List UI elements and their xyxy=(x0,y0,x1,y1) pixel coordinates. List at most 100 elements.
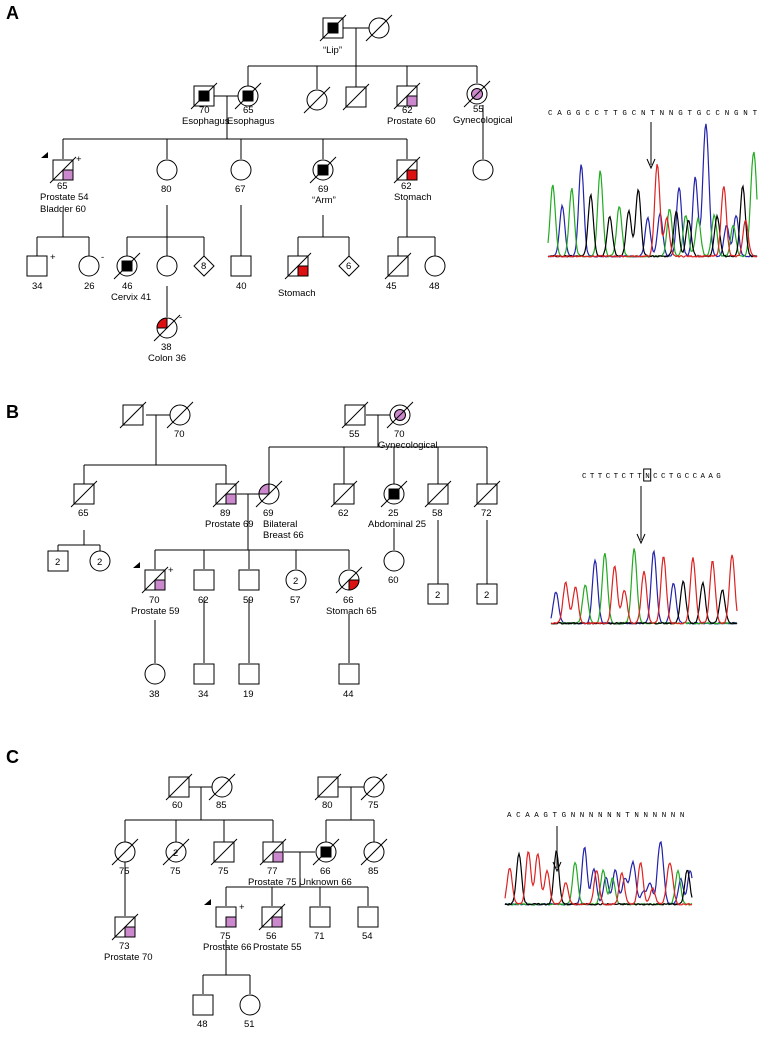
sequence-base: N xyxy=(669,110,674,118)
label: 2 xyxy=(97,557,102,568)
sequence-base: C xyxy=(516,812,521,820)
sequence-base: T xyxy=(625,812,630,820)
panel-a: A xyxy=(6,3,758,364)
sequence-base: T xyxy=(753,110,758,118)
label: + xyxy=(239,902,245,913)
label: 62 xyxy=(402,105,413,116)
child-19 xyxy=(238,663,260,685)
label: 80 xyxy=(161,184,172,195)
panel-a-label: A xyxy=(6,3,19,23)
label: Prostate 59 xyxy=(131,606,180,617)
sequence-base: C xyxy=(632,110,637,118)
great-grandfather-b xyxy=(341,401,369,429)
abdominal-aunt xyxy=(380,480,408,508)
label: 66 xyxy=(343,595,354,606)
cousin xyxy=(472,159,494,181)
label: 67 xyxy=(235,184,246,195)
label: 72 xyxy=(481,508,492,519)
label: 66 xyxy=(320,866,331,877)
label: Colon 36 xyxy=(148,353,186,364)
label: 34 xyxy=(32,281,43,292)
sequence-base: C xyxy=(653,473,658,481)
label: Prostate 69 xyxy=(205,519,254,530)
sequence-base: G xyxy=(576,110,581,118)
sequence-base: N xyxy=(653,812,658,820)
label: 70 xyxy=(149,595,160,606)
cervix-niece xyxy=(113,252,141,280)
label: 26 xyxy=(84,281,95,292)
label: 59 xyxy=(243,595,254,606)
sequence-base: N xyxy=(641,110,646,118)
sequence-base: N xyxy=(598,812,603,820)
panel-a-labels: “Lip” 70 Esophagus 65 Esophagus 62 Prost… xyxy=(32,45,513,364)
label: + xyxy=(50,252,56,263)
prostate-great-uncle xyxy=(393,82,421,110)
label: 89 xyxy=(220,508,231,519)
sequence-base: C xyxy=(606,473,611,481)
label: Bilateral xyxy=(263,519,297,530)
brother-59 xyxy=(238,569,260,591)
chromatogram-c xyxy=(504,840,693,906)
chromatogram-trace xyxy=(547,184,758,258)
sequence-base: T xyxy=(598,473,603,481)
uncle-75-c xyxy=(210,838,238,866)
aunts-2-c xyxy=(162,838,190,866)
maternal-grandmother-c xyxy=(360,773,388,801)
sequence-base: N xyxy=(589,812,594,820)
label: 44 xyxy=(343,689,354,700)
label: Prostate 75 xyxy=(248,877,297,888)
sequence-base: G xyxy=(622,110,627,118)
label: - xyxy=(101,252,104,263)
maternal-grandfather-c xyxy=(314,773,342,801)
sequence-base: G xyxy=(716,473,721,481)
label: 6 xyxy=(346,261,351,272)
label: Prostate 54 xyxy=(40,192,89,203)
label: 62 xyxy=(198,595,209,606)
label: Abdominal 25 xyxy=(368,519,426,530)
cousins-2-male xyxy=(47,550,69,572)
grandchild-45 xyxy=(384,252,412,280)
sequence-base: G xyxy=(543,812,548,820)
sequence-base: T xyxy=(613,110,618,118)
great-aunt xyxy=(303,86,331,114)
grandchild-48 xyxy=(424,255,446,277)
label: 75 xyxy=(368,800,379,811)
label: - xyxy=(179,312,182,323)
panel-c-labels: 60 85 80 75 75 2 75 75 77 Prostate 75 66… xyxy=(104,800,379,1030)
sequence-base: G xyxy=(677,473,682,481)
sequence-base: N xyxy=(743,110,748,118)
label: 45 xyxy=(386,281,397,292)
proband-a xyxy=(41,152,77,184)
child-38 xyxy=(144,663,166,685)
paternal-grandfather-c xyxy=(165,773,193,801)
cousins-2-a xyxy=(427,583,449,605)
child-34 xyxy=(193,663,215,685)
label: 40 xyxy=(236,281,247,292)
chromatogram-trace xyxy=(550,549,738,625)
label: Stomach 65 xyxy=(326,606,377,617)
label: 51 xyxy=(244,1019,255,1030)
label: 73 xyxy=(119,941,130,952)
sequence-base: G xyxy=(567,110,572,118)
father-c xyxy=(259,838,287,866)
label: 75 xyxy=(220,931,231,942)
label: 70 xyxy=(199,105,210,116)
label: 2 xyxy=(55,557,60,568)
panel-b: B xyxy=(6,401,738,700)
sequence-base: N xyxy=(645,473,650,481)
sequence-base: A xyxy=(557,110,562,118)
niece xyxy=(156,255,178,277)
label: 80 xyxy=(322,800,333,811)
label: 75 xyxy=(218,866,229,877)
prostate-brother-c xyxy=(258,903,286,931)
sequence-base: A xyxy=(708,473,713,481)
label: Breast 66 xyxy=(263,530,304,541)
label: Cervix 41 xyxy=(111,292,151,303)
label: 25 xyxy=(388,508,399,519)
label: Esophagus xyxy=(182,116,230,127)
nephew-40 xyxy=(230,255,252,277)
label: 65 xyxy=(57,181,68,192)
child-44 xyxy=(338,663,360,685)
